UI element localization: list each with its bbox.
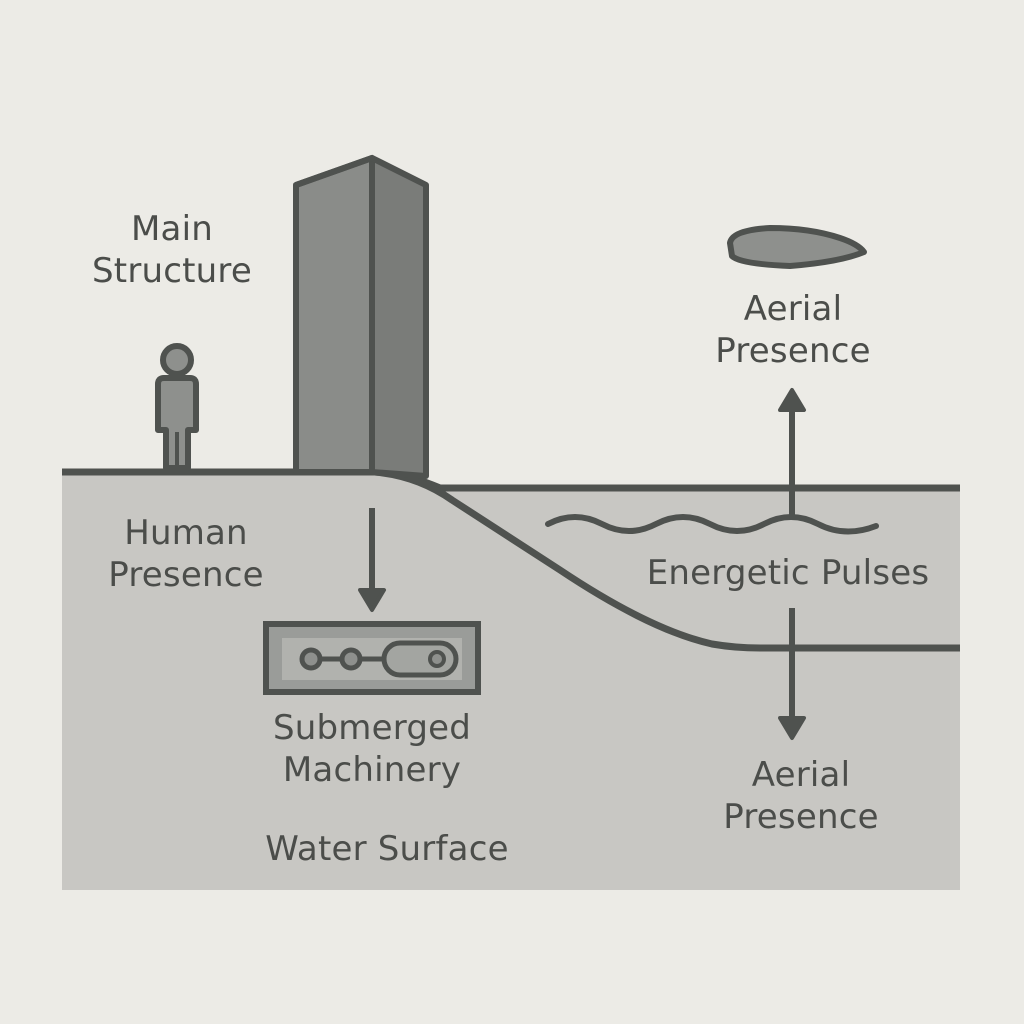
tower-icon	[293, 154, 429, 479]
water-surface-label: Water Surface	[265, 829, 509, 869]
aircraft-icon	[727, 225, 867, 269]
up-arrow	[778, 388, 806, 515]
down-arrow-machinery	[358, 508, 386, 612]
wave-icon	[545, 514, 879, 535]
aerial-presence-bottom-label: Aerial Presence	[723, 755, 879, 837]
aerial-presence-top-label: Aerial Presence	[715, 289, 871, 371]
human-presence-label: Human Presence	[108, 513, 264, 595]
ground-area	[62, 472, 960, 890]
main-structure-label: Main Structure	[92, 209, 252, 291]
machinery-icon	[263, 621, 481, 695]
slope-line	[374, 468, 960, 652]
person-icon	[155, 343, 199, 471]
energetic-pulses-label: Energetic Pulses	[646, 553, 930, 593]
submerged-machinery-label: Submerged Machinery	[272, 708, 471, 790]
down-arrow-right	[778, 608, 806, 740]
